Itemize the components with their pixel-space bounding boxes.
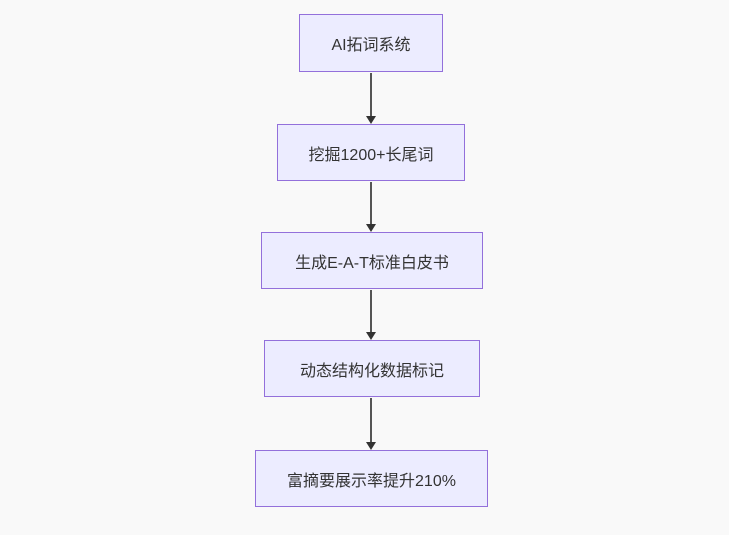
node-label: 生成E-A-T标准白皮书 xyxy=(295,254,449,272)
node-label: 挖掘1200+长尾词 xyxy=(308,146,434,164)
arrow-n3-n4 xyxy=(370,290,372,332)
arrow-n4-n5 xyxy=(370,398,372,442)
flowchart-node-eat-whitepaper: 生成E-A-T标准白皮书 xyxy=(261,232,483,289)
node-label: 富摘要展示率提升210% xyxy=(287,472,456,490)
flowchart-node-longtail-mining: 挖掘1200+长尾词 xyxy=(277,124,465,181)
flowchart-node-ai-expansion-system: AI拓词系统 xyxy=(299,14,443,72)
flowchart-node-rich-snippet-rate: 富摘要展示率提升210% xyxy=(255,450,488,507)
arrow-n2-n3 xyxy=(370,182,372,224)
arrow-n1-n2 xyxy=(370,73,372,116)
node-label: 动态结构化数据标记 xyxy=(299,362,444,380)
flowchart-node-structured-data-markup: 动态结构化数据标记 xyxy=(264,340,480,397)
node-label: AI拓词系统 xyxy=(331,37,411,54)
